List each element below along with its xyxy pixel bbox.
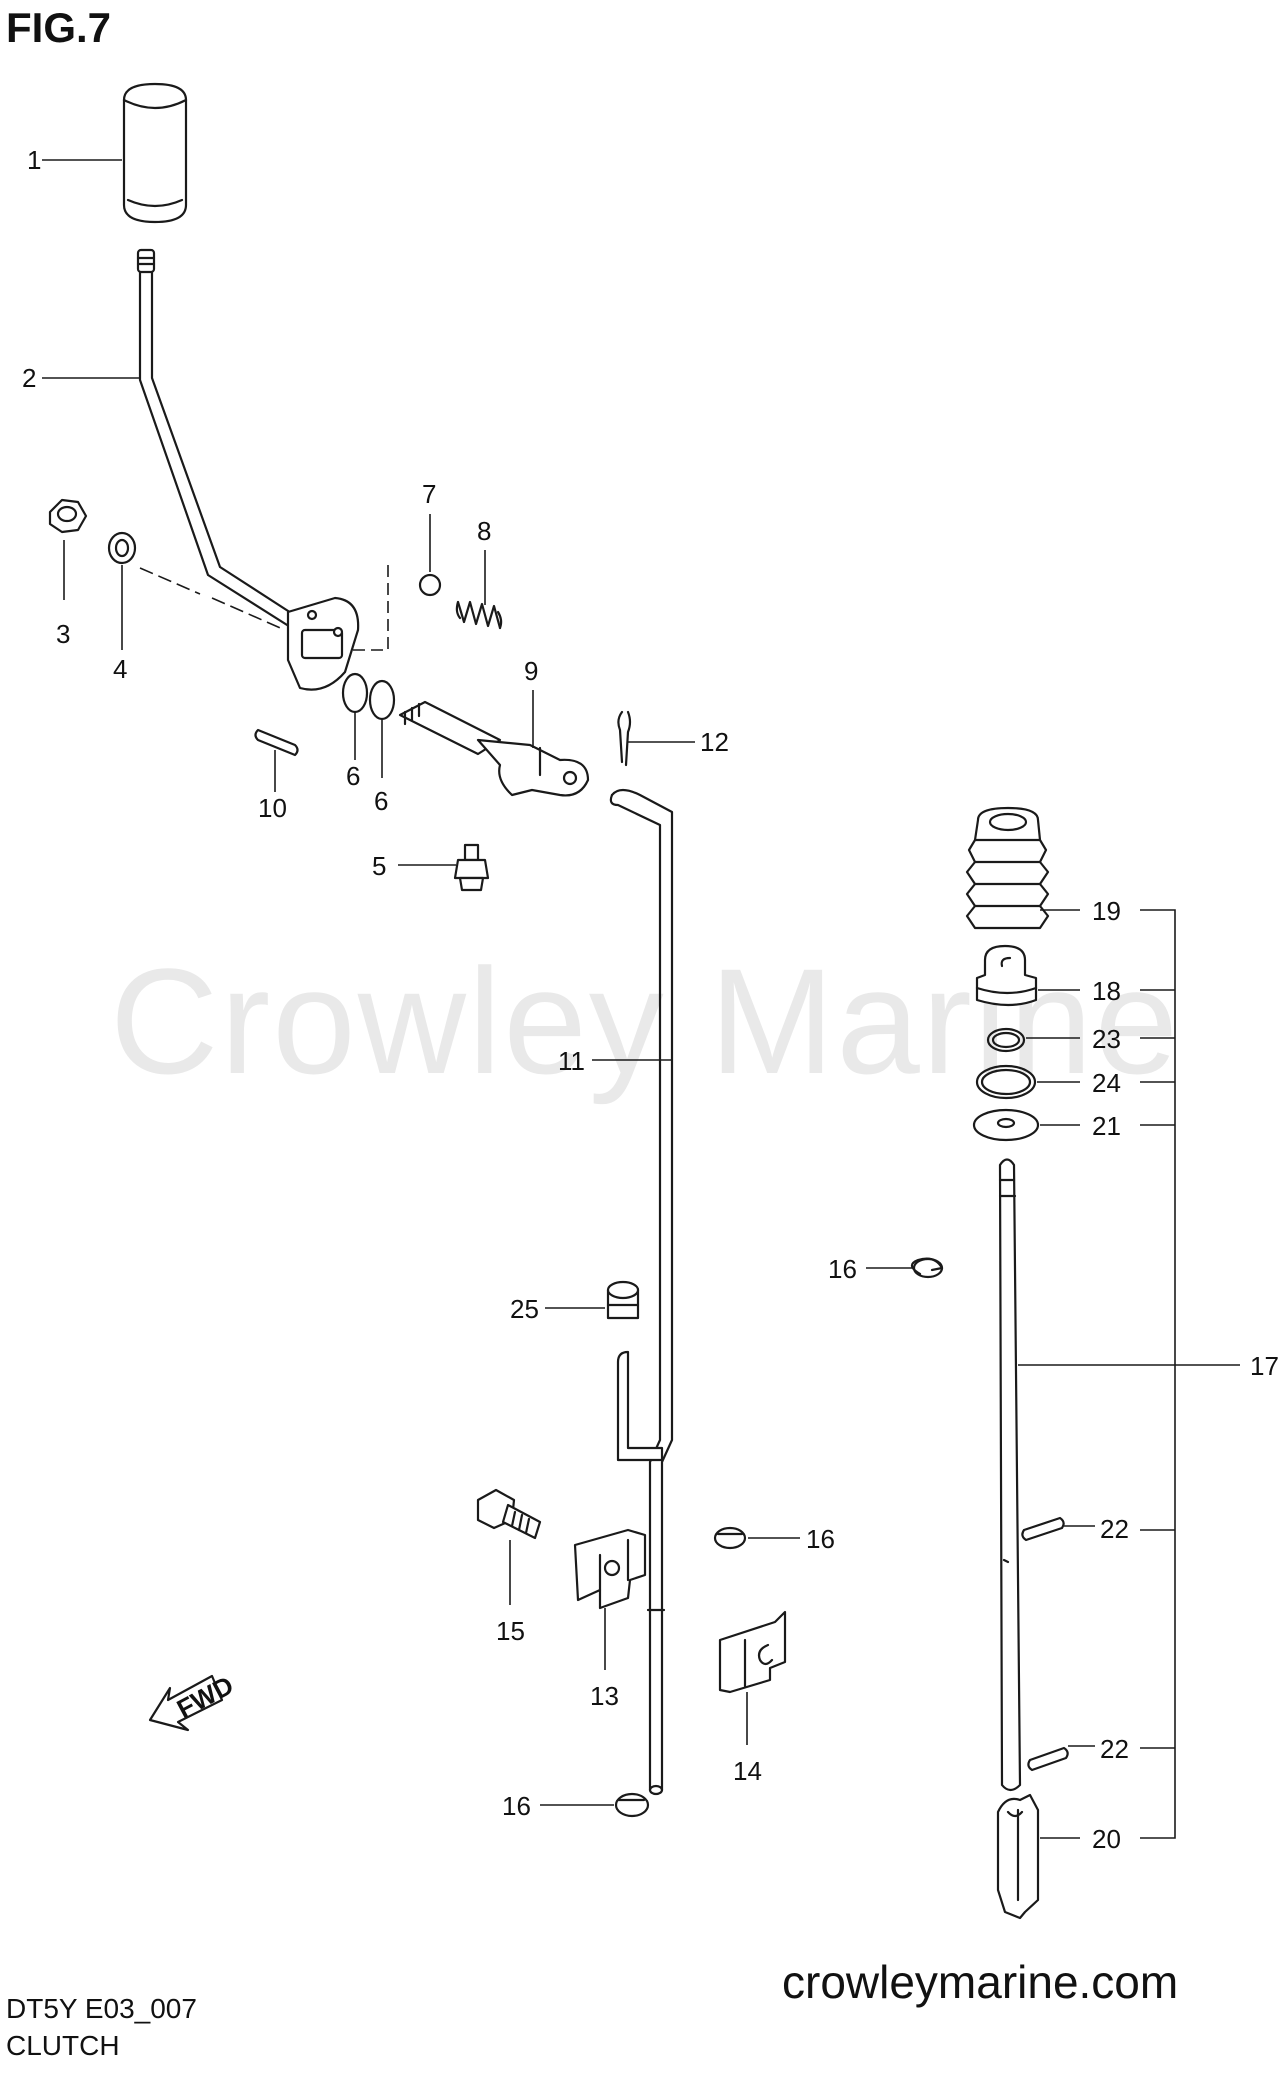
part-washer[interactable]	[972, 1108, 1040, 1142]
callout-3: 3	[56, 619, 70, 649]
part-grommet[interactable]	[606, 1280, 640, 1320]
callout-21: 21	[1092, 1111, 1121, 1141]
part-o-ring[interactable]	[986, 1027, 1026, 1053]
callout-10: 10	[258, 793, 287, 823]
part-shift-cam[interactable]	[996, 1793, 1040, 1920]
callout-17: 17	[1250, 1351, 1279, 1381]
callout-19: 19	[1092, 896, 1121, 926]
part-bushing[interactable]	[975, 944, 1038, 1007]
callout-16: 16	[502, 1791, 531, 1821]
callout-6: 6	[374, 786, 388, 816]
callout-18: 18	[1092, 976, 1121, 1006]
group-bracket	[1140, 909, 1176, 1839]
callout-14: 14	[733, 1756, 762, 1786]
part-clamp[interactable]	[718, 1610, 787, 1694]
figure-title: FIG.7	[6, 4, 112, 51]
callout-16: 16	[806, 1524, 835, 1554]
part-grease-fitting[interactable]	[453, 843, 490, 892]
part-ball[interactable]	[418, 573, 442, 597]
part-boot[interactable]	[965, 806, 1050, 930]
callout-11: 11	[558, 1046, 585, 1076]
callout-6: 6	[346, 761, 360, 791]
callout-12: 12	[700, 727, 729, 757]
callout-4: 4	[113, 654, 127, 684]
callout-24: 24	[1092, 1068, 1121, 1098]
section-title: CLUTCH	[6, 2030, 120, 2061]
callout-25: 25	[510, 1294, 539, 1324]
part-cotter-pin[interactable]	[617, 710, 632, 767]
fwd-label: FWD	[172, 1670, 238, 1724]
part-clip[interactable]	[713, 1526, 747, 1550]
callout-13: 13	[590, 1681, 619, 1711]
part-bolt[interactable]	[476, 1488, 542, 1540]
part-knob[interactable]	[122, 82, 188, 224]
callout-20: 20	[1092, 1824, 1121, 1854]
part-spring[interactable]	[455, 600, 503, 630]
part-washer[interactable]	[107, 531, 137, 565]
part-o-ring[interactable]	[368, 679, 396, 721]
fwd-arrow-icon: FWD	[148, 1670, 238, 1732]
callout-15: 15	[496, 1616, 525, 1646]
part-pin[interactable]	[1021, 1516, 1065, 1542]
part-clutch-shaft[interactable]	[998, 1158, 1022, 1792]
part-o-ring[interactable]	[975, 1064, 1037, 1100]
diagram-code: DT5Y E03_007	[6, 1993, 197, 2024]
part-clamp[interactable]	[573, 1528, 647, 1610]
website-label[interactable]: crowleymarine.com	[782, 1956, 1179, 2008]
part-clip[interactable]	[614, 1792, 650, 1818]
callout-23: 23	[1092, 1024, 1121, 1054]
callout-16: 16	[828, 1254, 857, 1284]
part-o-ring[interactable]	[341, 672, 369, 714]
part-clutch-rod[interactable]	[609, 788, 674, 1796]
callout-2: 2	[22, 363, 36, 393]
part-shift-lever[interactable]	[136, 248, 360, 691]
part-pin[interactable]	[1027, 1746, 1069, 1772]
callout-7: 7	[422, 479, 436, 509]
callout-1: 1	[27, 145, 41, 175]
callout-22: 22	[1100, 1514, 1129, 1544]
part-clip[interactable]	[910, 1257, 944, 1279]
part-shift-shaft[interactable]	[398, 700, 590, 797]
callout-22: 22	[1100, 1734, 1129, 1764]
callout-5: 5	[372, 851, 386, 881]
part-pin[interactable]	[254, 728, 299, 757]
part-nut[interactable]	[48, 498, 88, 534]
callout-8: 8	[477, 516, 491, 546]
callout-9: 9	[524, 656, 538, 686]
